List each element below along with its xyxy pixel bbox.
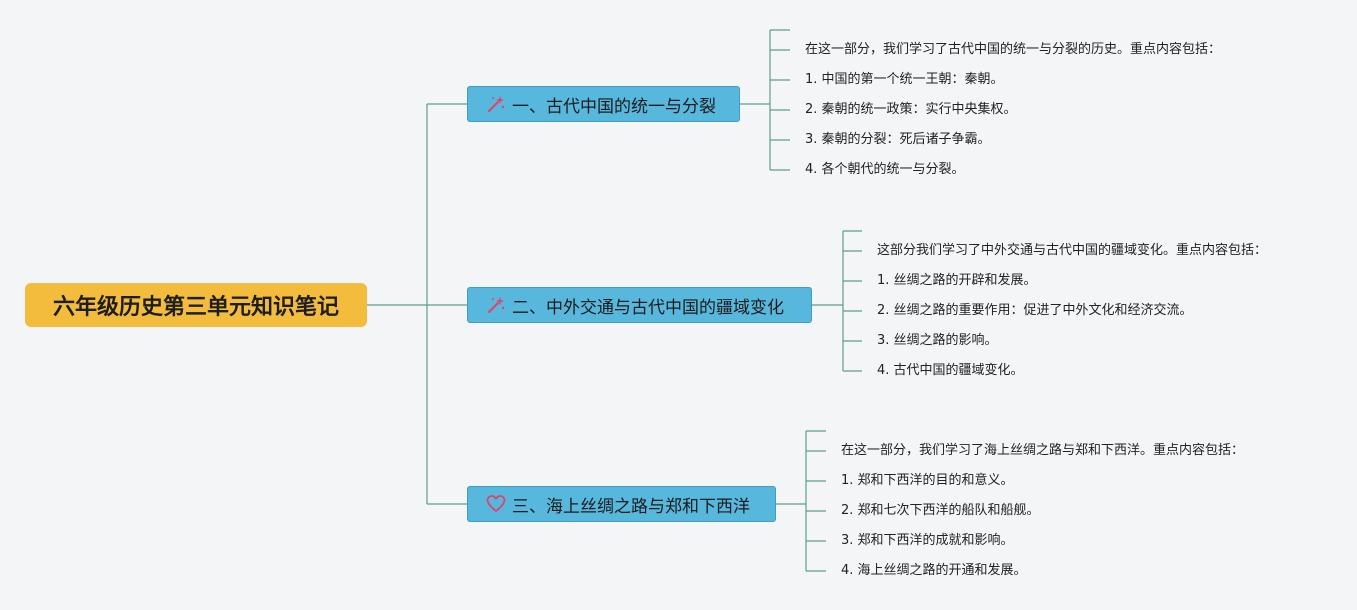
leaf-intro[interactable]: 在这一部分，我们学习了海上丝绸之路与郑和下西洋。重点内容包括： bbox=[841, 443, 1245, 458]
leaf-point[interactable]: 4. 各个朝代的统一与分裂。 bbox=[805, 162, 965, 177]
branch-topic-foreign-traffic[interactable]: 二、中外交通与古代中国的疆域变化 bbox=[467, 287, 812, 323]
leaf-intro[interactable]: 在这一部分，我们学习了古代中国的统一与分裂的历史。重点内容包括： bbox=[805, 42, 1222, 57]
leaf-point[interactable]: 1. 丝绸之路的开辟和发展。 bbox=[877, 273, 1037, 288]
leaf-point[interactable]: 2. 丝绸之路的重要作用：促进了中外文化和经济交流。 bbox=[877, 303, 1193, 318]
leaf-point[interactable]: 2. 秦朝的统一政策：实行中央集权。 bbox=[805, 102, 1017, 117]
leaf-intro[interactable]: 这部分我们学习了中外交通与古代中国的疆域变化。重点内容包括： bbox=[877, 243, 1268, 258]
leaf-point[interactable]: 1. 郑和下西洋的目的和意义。 bbox=[841, 473, 1014, 488]
magic-wand-icon bbox=[486, 295, 506, 315]
root-topic[interactable]: 六年级历史第三单元知识笔记 bbox=[25, 283, 367, 327]
heart-icon bbox=[486, 494, 506, 514]
leaf-point[interactable]: 3. 丝绸之路的影响。 bbox=[877, 333, 998, 348]
branch-topic-label: 一、古代中国的统一与分裂 bbox=[512, 96, 716, 117]
branch-topic-unity-division[interactable]: 一、古代中国的统一与分裂 bbox=[467, 86, 740, 122]
leaf-point[interactable]: 3. 郑和下西洋的成就和影响。 bbox=[841, 533, 1014, 548]
magic-wand-icon bbox=[486, 94, 506, 114]
root-topic-label: 六年级历史第三单元知识笔记 bbox=[52, 295, 339, 320]
leaf-point[interactable]: 4. 海上丝绸之路的开通和发展。 bbox=[841, 563, 1027, 578]
branch-topic-label: 二、中外交通与古代中国的疆域变化 bbox=[512, 297, 784, 318]
branch-topic-maritime-silk-road[interactable]: 三、海上丝绸之路与郑和下西洋 bbox=[467, 486, 776, 522]
branch-topic-label: 三、海上丝绸之路与郑和下西洋 bbox=[512, 496, 750, 517]
leaf-point[interactable]: 3. 秦朝的分裂：死后诸子争霸。 bbox=[805, 132, 991, 147]
leaf-point[interactable]: 2. 郑和七次下西洋的船队和船舰。 bbox=[841, 503, 1040, 518]
leaf-point[interactable]: 4. 古代中国的疆域变化。 bbox=[877, 363, 1024, 378]
leaf-point[interactable]: 1. 中国的第一个统一王朝：秦朝。 bbox=[805, 72, 1004, 87]
